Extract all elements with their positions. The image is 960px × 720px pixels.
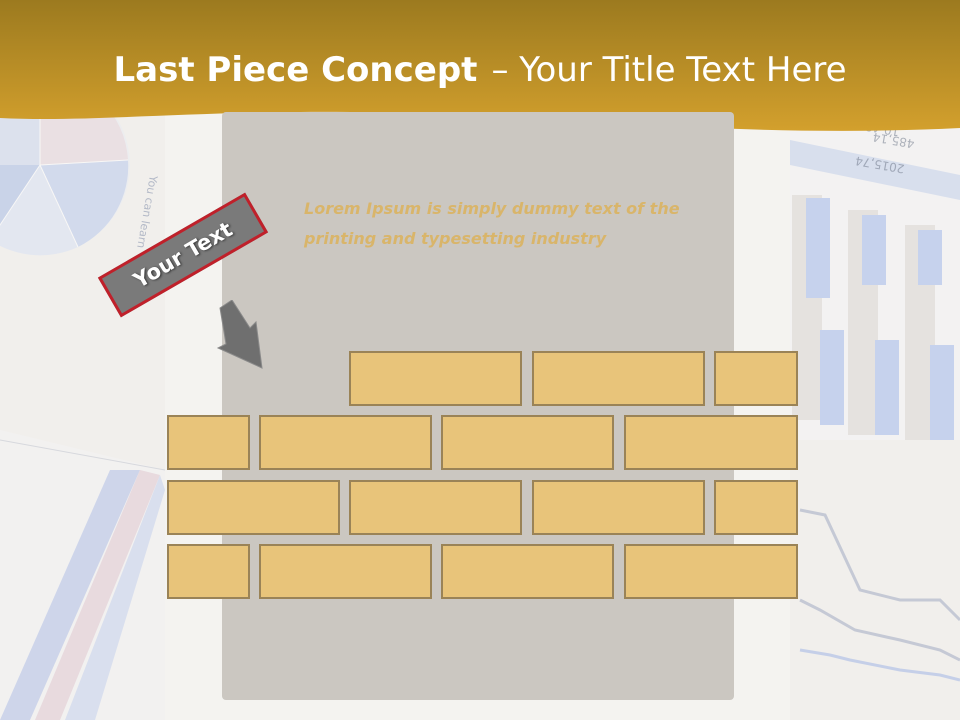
brick[interactable] — [624, 415, 798, 470]
body-text: Lorem Ipsum is simply dummy text of the … — [304, 199, 680, 248]
title-bold-part: Last Piece Concept — [113, 50, 478, 90]
brick[interactable] — [532, 351, 705, 406]
brick[interactable] — [714, 480, 798, 535]
background-band-graph — [0, 430, 166, 720]
brick[interactable] — [624, 544, 798, 599]
brick[interactable] — [167, 415, 250, 470]
title-banner — [0, 0, 960, 131]
content-panel — [222, 112, 734, 700]
brick[interactable] — [167, 544, 250, 599]
background-bar-chart — [790, 110, 960, 440]
brick[interactable] — [259, 415, 432, 470]
brick[interactable] — [441, 544, 614, 599]
title-rest-part: – Your Title Text Here — [491, 50, 847, 90]
brick[interactable] — [167, 480, 340, 535]
brick[interactable] — [714, 351, 798, 406]
brick[interactable] — [349, 480, 522, 535]
brick[interactable] — [441, 415, 614, 470]
brick[interactable] — [349, 351, 522, 406]
down-right-arrow-icon — [216, 300, 263, 369]
brick[interactable] — [532, 480, 705, 535]
slide-title: Last Piece Concept – Your Title Text Here — [0, 50, 960, 90]
background-line-chart — [799, 508, 960, 682]
brick[interactable] — [259, 544, 432, 599]
